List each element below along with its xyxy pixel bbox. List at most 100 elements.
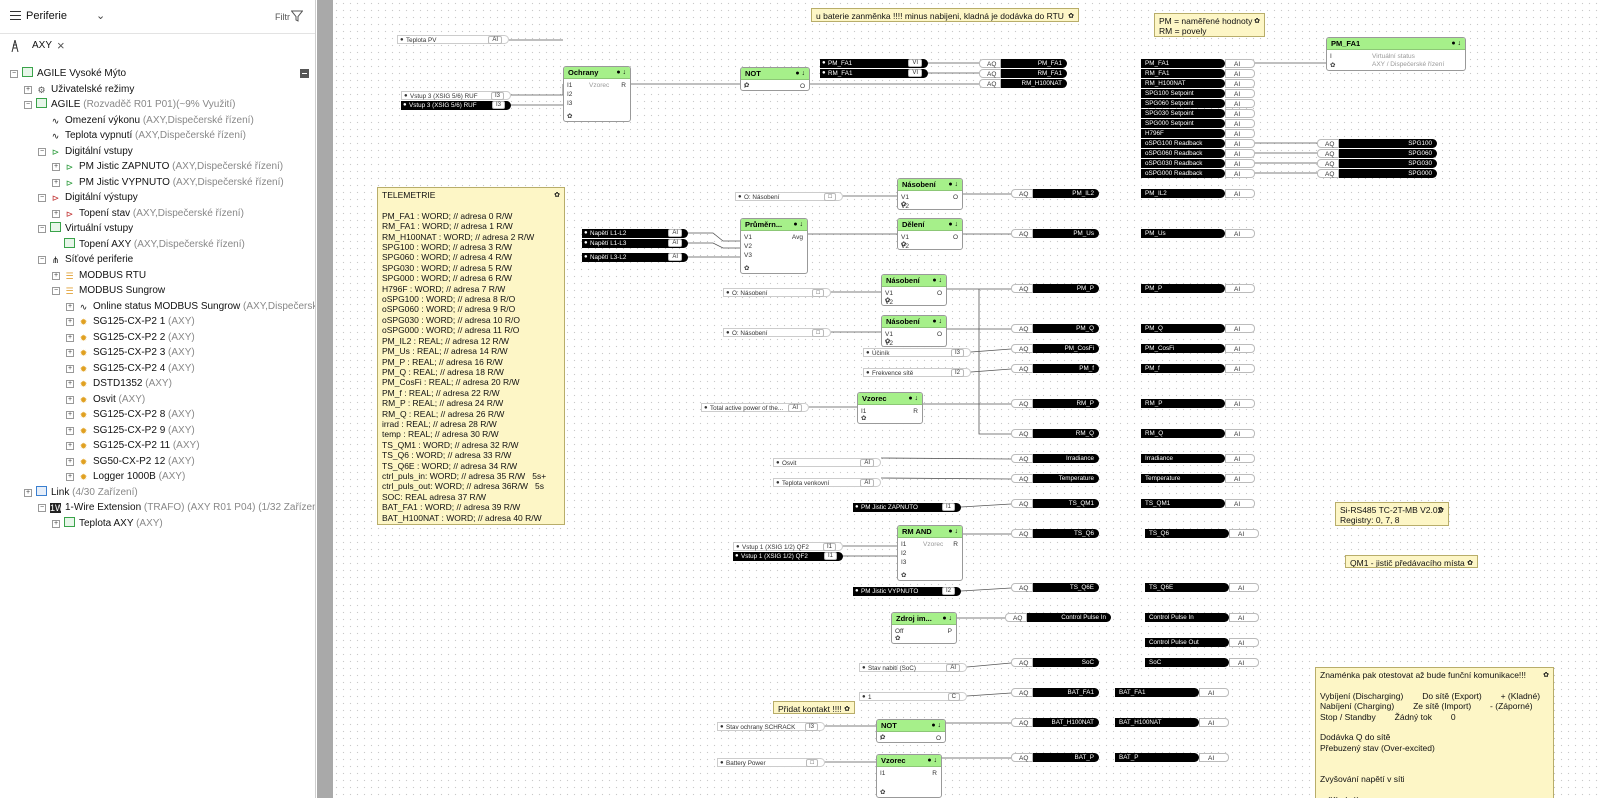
block-header[interactable]: Násobení● ↓ [898, 179, 962, 191]
output-signal[interactable]: SoC [1033, 658, 1099, 667]
block-input-pin[interactable]: I [1330, 53, 1332, 60]
block-input-pin[interactable]: I1 [567, 82, 573, 89]
tree-toggle-icon[interactable]: + [52, 178, 60, 187]
tree-item[interactable]: +⊳PM Jistic ZAPNUTO (AXY,Dispečerské říz… [52, 159, 283, 174]
modbus-register[interactable]: H796F [1141, 129, 1225, 138]
note[interactable]: Si-RS485 TC-2T-MB V2.02 Registry: 0, 7, … [1335, 502, 1449, 526]
block-output-pin[interactable]: O [952, 194, 958, 201]
input-signal[interactable]: ●Total active power of the...AI [701, 403, 809, 412]
output-signal[interactable]: SPG000 [1339, 169, 1437, 178]
tree-item[interactable]: +✹Osvit (AXY) [66, 392, 145, 407]
output-signal[interactable]: RM_FA1 [1001, 69, 1067, 78]
block-menu-icon[interactable]: ● ↓ [616, 69, 626, 76]
gear-icon[interactable]: ✿ [744, 265, 750, 272]
canvas-splitter[interactable] [317, 0, 333, 798]
note[interactable]: Znaménka pak otestovat až bude funční ko… [1315, 667, 1554, 798]
modbus-register[interactable]: BAT_P [1115, 753, 1199, 762]
block-header[interactable]: Dělení● ↓ [898, 219, 962, 231]
tree-item[interactable]: +✹SG125-CX-P2 11 (AXY) [66, 438, 200, 453]
modbus-register[interactable]: Temperature [1141, 474, 1225, 483]
block-header[interactable]: NOT● ↓ [877, 720, 945, 732]
modbus-register[interactable]: Control Pulse Out [1145, 638, 1229, 647]
block-menu-icon[interactable]: ● ↓ [795, 70, 805, 77]
block-input-pin[interactable]: I3 [901, 559, 907, 566]
tree-item[interactable]: +⊳Topení stav (AXY,Dispečerské řízení) [52, 206, 244, 221]
block-input-pin[interactable]: V2 [901, 243, 909, 250]
gear-icon[interactable]: ✿ [880, 789, 886, 796]
block-output-pin[interactable]: R [953, 541, 958, 548]
block-menu-icon[interactable]: ● ↓ [793, 221, 803, 228]
tree-item[interactable]: +Link (4/30 Zařízení) [24, 485, 138, 500]
modbus-register[interactable]: TS_QM1 [1141, 499, 1225, 508]
modbus-register[interactable]: oSPG100 Readback [1141, 139, 1225, 148]
tree-item[interactable]: +✹SG50-CX-P2 12 (AXY) [66, 454, 195, 469]
block-output-pin[interactable]: R [932, 770, 937, 777]
block-menu-icon[interactable]: ● ↓ [948, 528, 958, 535]
modbus-register[interactable]: RM_FA1 [1141, 69, 1225, 78]
collapse-all-button[interactable] [300, 69, 309, 78]
tree-toggle-icon[interactable]: + [52, 519, 60, 528]
tree-toggle-icon[interactable]: + [66, 426, 74, 435]
modbus-register[interactable]: RM_Q [1141, 429, 1225, 438]
output-signal[interactable]: RM_Q [1033, 429, 1099, 438]
tree-item[interactable]: ∿Teplota vypnutí (AXY,Dispečerské řízení… [38, 128, 246, 143]
modbus-register[interactable]: RM_H100NAT [1141, 79, 1225, 88]
tree-toggle-icon[interactable]: + [24, 85, 32, 94]
block-header[interactable]: PM_FA1● ↓ [1327, 38, 1465, 50]
modbus-register[interactable]: SPG100 Setpoint [1141, 89, 1225, 98]
tree-toggle-icon[interactable]: − [38, 225, 46, 233]
gear-icon[interactable]: ✿ [901, 201, 907, 208]
block-header[interactable]: Vzorec● ↓ [877, 755, 941, 767]
gear-icon[interactable]: ✿ [895, 635, 901, 642]
tree-toggle-icon[interactable]: + [66, 473, 74, 481]
block-menu-icon[interactable]: ● ↓ [908, 395, 918, 402]
tree-item[interactable]: −⋔Síťové periferie [38, 252, 133, 267]
block-input-pin[interactable]: V2 [901, 203, 909, 210]
tree-toggle-icon[interactable]: − [38, 147, 46, 156]
block-input-pin[interactable]: V1 [901, 234, 909, 241]
tree-item[interactable]: −⊳Digitální výstupy [38, 190, 138, 205]
modbus-register[interactable]: oSPG030 Readback [1141, 159, 1225, 168]
block-header[interactable]: Násobení● ↓ [882, 275, 946, 287]
tree-toggle-icon[interactable]: − [52, 287, 60, 295]
output-signal[interactable]: Control Pulse In [1027, 613, 1111, 622]
gear-icon[interactable]: ✿ [744, 82, 750, 89]
tree-toggle-icon[interactable]: − [24, 101, 32, 109]
filter-label[interactable]: Filtr [275, 12, 290, 22]
tree-item[interactable]: ∿Omezení výkonu (AXY,Dispečerské řízení) [38, 113, 254, 128]
sidebar-title[interactable]: Periferie [26, 10, 67, 22]
output-signal[interactable]: Irradiance [1033, 454, 1099, 463]
modbus-register[interactable]: Irradiance [1141, 454, 1225, 463]
modbus-register[interactable]: PM_f [1141, 364, 1225, 373]
block-header[interactable]: RM AND● ↓ [898, 526, 962, 538]
tree-toggle-icon[interactable]: + [66, 457, 74, 466]
block-menu-icon[interactable]: ● ↓ [1451, 40, 1461, 47]
tree-item[interactable]: −Virtuální vstupy [38, 221, 133, 236]
block-input-pin[interactable]: V3 [744, 252, 752, 259]
input-signal[interactable]: ●O: Násobení□ [723, 288, 831, 297]
tree-item[interactable]: −⊳Digitální vstupy [38, 144, 133, 159]
tree-toggle-icon[interactable]: + [52, 163, 60, 171]
modbus-register[interactable]: oSPG000 Readback [1141, 169, 1225, 178]
gear-icon[interactable]: ✿ [554, 192, 560, 199]
output-signal[interactable]: PM_Q [1033, 324, 1099, 333]
block-menu-icon[interactable]: ● ↓ [948, 221, 958, 228]
modbus-register[interactable]: TS_Q6 [1145, 529, 1229, 538]
block-output-pin[interactable]: O [936, 331, 942, 338]
